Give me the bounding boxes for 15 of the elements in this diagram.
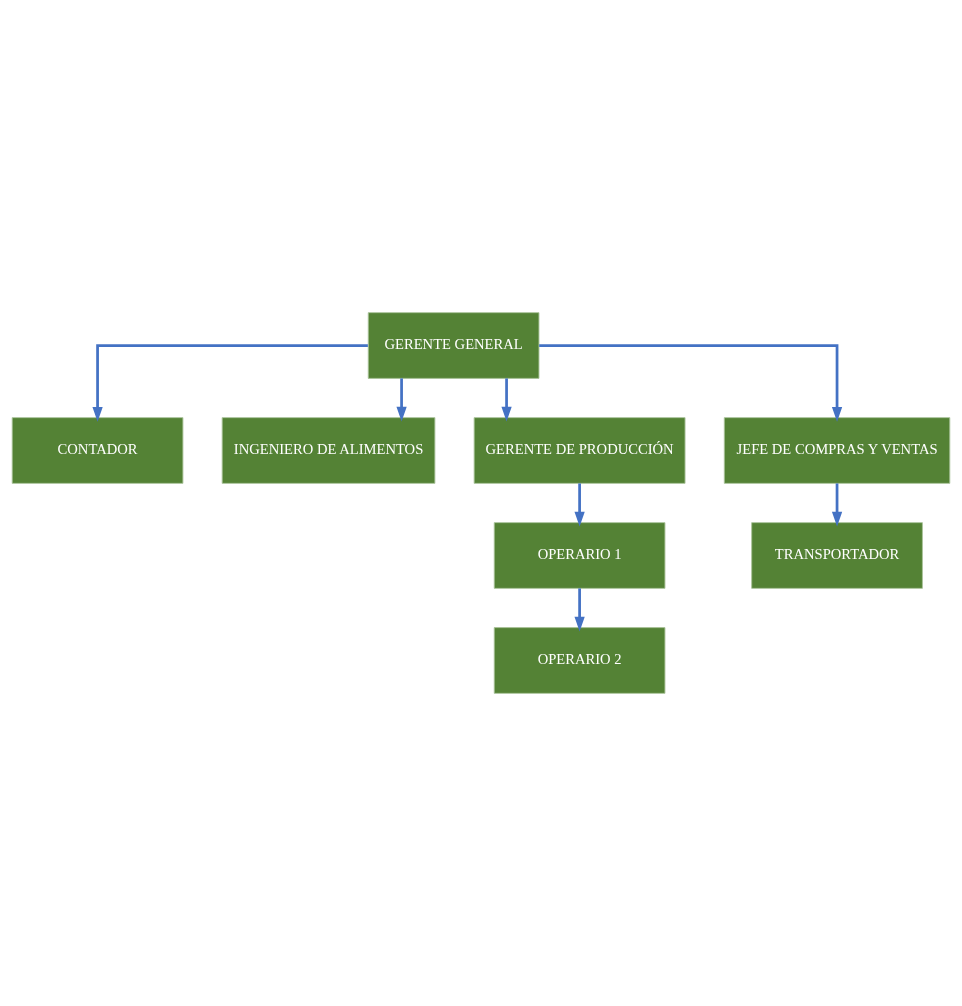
node-box: CONTADOR <box>11 417 184 484</box>
node-box: GERENTE GENERAL <box>367 312 540 379</box>
node-box: TRANSPORTADOR <box>751 522 923 589</box>
arrow <box>831 483 843 527</box>
node-box: INGENIERO DE ALIMENTOS <box>221 417 436 484</box>
arrow <box>539 344 843 422</box>
node-box: OPERARIO 2 <box>493 627 666 694</box>
arrow <box>501 378 512 422</box>
node-box: JEFE DE COMPRAS Y VENTAS <box>723 417 951 484</box>
arrow <box>92 344 368 422</box>
node-box: OPERARIO 1 <box>493 522 666 589</box>
arrow <box>574 588 585 632</box>
node-box: GERENTE DE PRODUCCIÓN <box>473 417 686 484</box>
arrow <box>396 378 407 422</box>
arrow <box>574 483 585 527</box>
